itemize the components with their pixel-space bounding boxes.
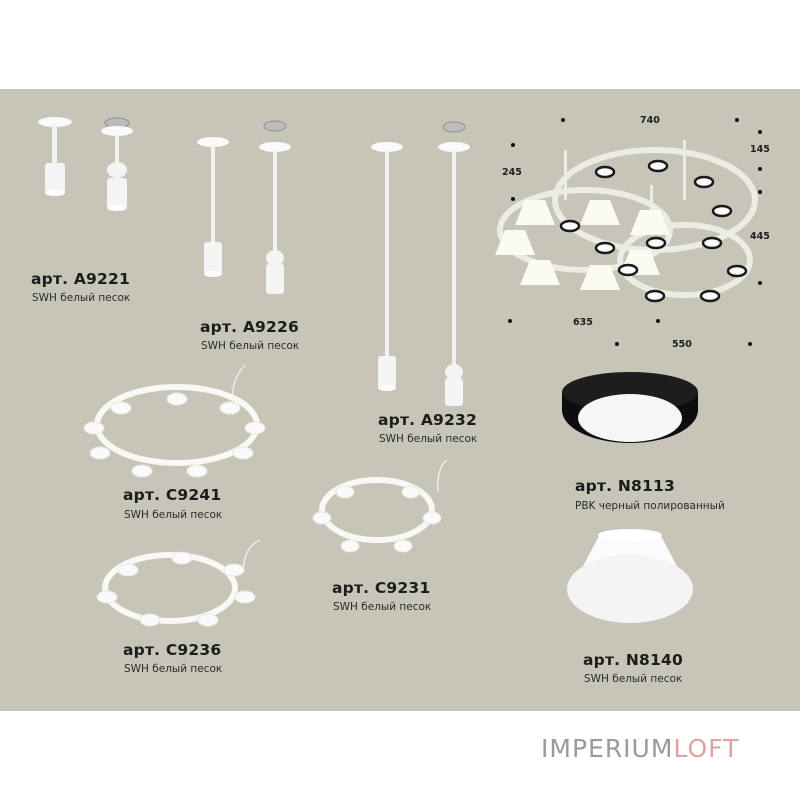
brand-logo-part2: LOFT	[673, 734, 740, 763]
product-article-c9236: арт. C9236	[123, 641, 222, 659]
product-finish-c9231: SWH белый песок	[333, 601, 432, 613]
dimension-dot	[758, 190, 762, 194]
product-article-a9226: арт. A9226	[200, 318, 299, 336]
ring-c9236-illustration	[96, 539, 261, 627]
product-article-a9232: арт. A9232	[378, 411, 477, 429]
pendant-a9232-illustration	[371, 121, 470, 406]
product-finish-c9236: SWH белый песок	[124, 663, 223, 675]
product-article-n8140: арт. N8140	[583, 651, 683, 669]
dimension-dot	[748, 342, 752, 346]
dimension-dot	[758, 167, 762, 171]
brand-logo-part1: IMPERIUM	[541, 734, 674, 763]
dimension-dot	[735, 118, 739, 122]
pendant-a9221-illustration	[38, 117, 133, 211]
dimension-dot	[758, 281, 762, 285]
dimension-dot	[561, 118, 565, 122]
product-finish-c9241: SWH белый песок	[124, 509, 223, 521]
dimension-740: 740	[640, 115, 660, 126]
dimension-dot	[656, 319, 660, 323]
dimension-dot	[758, 130, 762, 134]
product-finish-a9221: SWH белый песок	[32, 292, 131, 304]
dimension-dot	[508, 319, 512, 323]
dimension-dot	[615, 342, 619, 346]
product-finish-a9232: SWH белый песок	[379, 433, 478, 445]
dimension-dot	[511, 143, 515, 147]
product-article-a9221: арт. A9221	[31, 270, 130, 288]
chandelier-composite-illustration	[495, 140, 758, 303]
ring-c9241-illustration	[83, 364, 266, 478]
product-finish-n8140: SWH белый песок	[584, 673, 683, 685]
frame-n8113-illustration	[562, 372, 698, 443]
shade-n8140-illustration	[567, 529, 693, 623]
product-finish-a9226: SWH белый песок	[201, 340, 300, 352]
pendant-a9226-illustration	[197, 120, 291, 294]
dimension-dot	[511, 197, 515, 201]
product-finish-n8113: PBK черный полированный	[575, 500, 725, 512]
dimension-550: 550	[672, 339, 692, 350]
product-article-c9231: арт. C9231	[332, 579, 431, 597]
dimension-145: 145	[750, 144, 770, 155]
dimension-245: 245	[502, 167, 522, 178]
brand-logo: IMPERIUMLOFT	[541, 734, 739, 763]
ring-c9231-illustration	[312, 459, 448, 553]
dimension-635: 635	[573, 317, 593, 328]
dimension-445: 445	[750, 231, 770, 242]
product-article-n8113: арт. N8113	[575, 477, 675, 495]
product-article-c9241: арт. C9241	[123, 486, 222, 504]
